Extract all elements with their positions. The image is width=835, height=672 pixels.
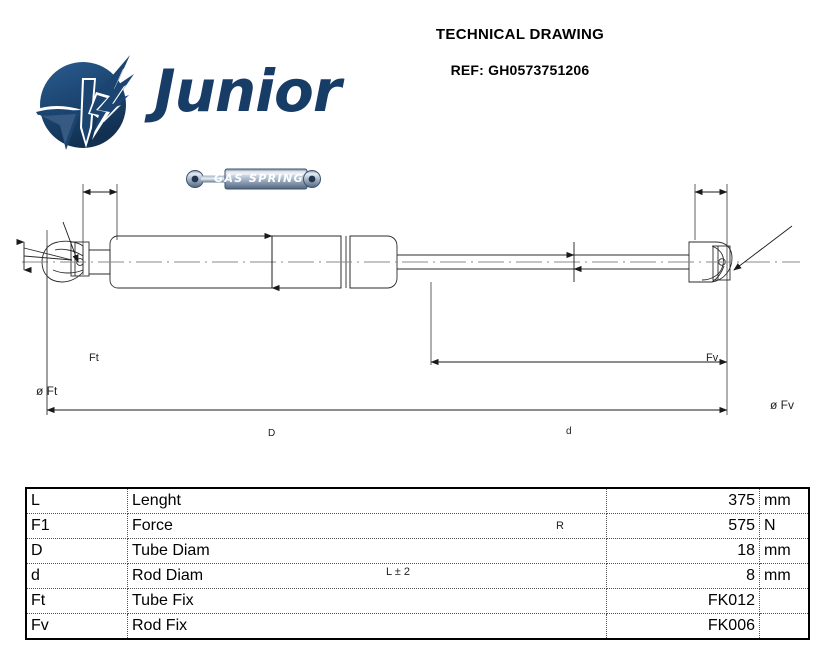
spec-unit: N xyxy=(759,513,809,539)
diameter-ft-label: ø Ft xyxy=(36,384,58,398)
logo-tagline: GAS SPRING xyxy=(214,172,305,185)
spec-symbol: Fv xyxy=(26,613,128,639)
spec-unit: mm xyxy=(759,488,809,514)
spec-symbol: D xyxy=(26,538,128,564)
fv-dimension-label: Fv xyxy=(706,352,719,364)
spec-symbol: Ft xyxy=(26,588,128,614)
spec-description: Force xyxy=(127,513,607,539)
rod-diam-label: d xyxy=(566,426,572,437)
spec-description: Tube Fix xyxy=(127,588,607,614)
spec-value: FK012 xyxy=(606,588,760,614)
spec-value: 575 xyxy=(606,513,760,539)
diameter-fv-label: ø Fv xyxy=(770,398,794,412)
ft-dimension-label: Ft xyxy=(89,352,99,364)
header: TECHNICAL DRAWING REF: GH0573751206 xyxy=(0,0,835,170)
brand-logo: Junior xyxy=(26,52,341,190)
spec-symbol: L xyxy=(26,488,128,514)
spec-description: Rod Fix xyxy=(127,613,607,639)
logo-wordmark: Junior xyxy=(154,57,341,125)
spec-value: 18 xyxy=(606,538,760,564)
spec-unit: mm xyxy=(759,563,809,589)
spec-value: 375 xyxy=(606,488,760,514)
spec-value: 8 xyxy=(606,563,760,589)
page-title: TECHNICAL DRAWING xyxy=(435,26,605,43)
technical-drawing: ø Ft ø Fv Ft Fv D d R L ± 2 xyxy=(0,170,835,578)
spec-value: FK006 xyxy=(606,613,760,639)
spec-symbol: F1 xyxy=(26,513,128,539)
spec-unit: mm xyxy=(759,538,809,564)
wing-in-circle-icon xyxy=(34,55,134,150)
spec-description: Lenght xyxy=(127,488,607,514)
spec-unit xyxy=(760,614,810,640)
gas-spring-drawing-svg xyxy=(16,184,800,415)
spec-description: Tube Diam xyxy=(127,538,607,564)
spec-unit xyxy=(759,588,809,614)
spec-description: Rod Diam xyxy=(127,563,607,589)
tube-diam-label: D xyxy=(268,428,276,439)
gas-spring-icon xyxy=(186,168,321,190)
spec-symbol: d xyxy=(26,563,128,589)
reference-number: REF: GH0573751206 xyxy=(450,62,590,78)
